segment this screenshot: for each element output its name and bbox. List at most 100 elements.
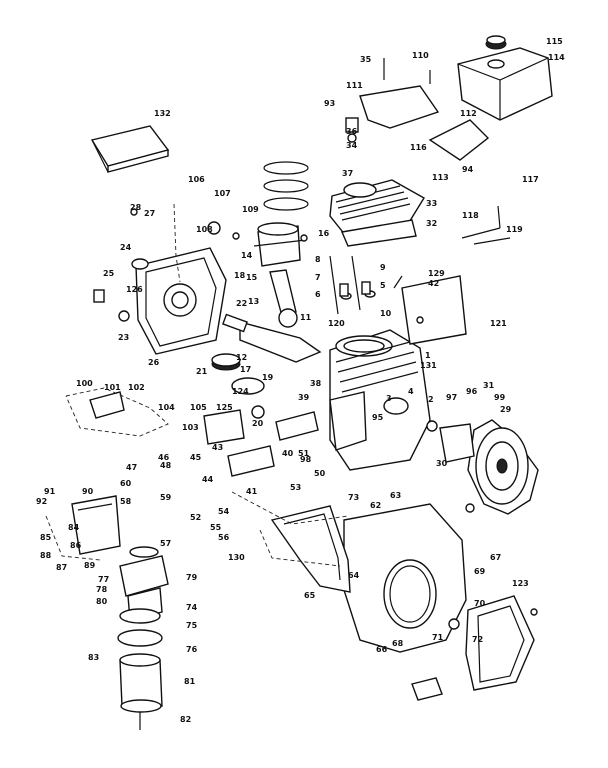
callout-32: 32	[426, 219, 437, 228]
callout-107: 107	[214, 189, 231, 198]
callout-44: 44	[202, 475, 214, 484]
callout-120: 120	[328, 319, 345, 328]
callout-110: 110	[412, 51, 429, 60]
callout-14: 14	[241, 251, 253, 260]
callout-105: 105	[190, 403, 207, 412]
valves	[329, 255, 376, 315]
callout-106: 106	[188, 175, 205, 184]
callout-116: 116	[410, 143, 427, 152]
callout-131: 131	[420, 361, 437, 370]
callout-63: 63	[390, 491, 401, 500]
callout-20: 20	[252, 419, 264, 428]
callout-119: 119	[506, 225, 523, 234]
callout-123: 123	[512, 579, 529, 588]
callout-10: 10	[380, 309, 392, 318]
callout-29: 29	[500, 405, 512, 414]
muffler	[71, 495, 121, 555]
callout-30: 30	[436, 459, 448, 468]
callout-37: 37	[342, 169, 353, 178]
callout-25: 25	[103, 269, 115, 278]
callout-84: 84	[68, 523, 80, 532]
callout-47: 47	[126, 463, 137, 472]
callout-41: 41	[246, 487, 258, 496]
callout-6: 6	[315, 290, 321, 299]
breather-plate	[401, 275, 467, 345]
callout-62: 62	[370, 501, 381, 510]
callout-129: 129	[428, 269, 445, 278]
callout-11: 11	[300, 313, 312, 322]
callout-126: 126	[126, 285, 143, 294]
callout-7: 7	[315, 273, 321, 282]
callout-67: 67	[490, 553, 501, 562]
engine-block	[329, 329, 431, 471]
callout-124: 124	[232, 387, 249, 396]
callout-98: 98	[300, 455, 312, 464]
callout-100: 100	[76, 379, 93, 388]
callout-1: 1	[425, 351, 431, 360]
callout-58: 58	[120, 497, 132, 506]
callout-109: 109	[242, 205, 259, 214]
rewind-starter	[411, 595, 535, 701]
tank-brackets	[359, 58, 490, 161]
intake-gaskets	[89, 391, 319, 477]
callout-3: 3	[386, 394, 392, 403]
callout-40: 40	[282, 449, 294, 458]
callout-99: 99	[494, 393, 506, 402]
callout-113: 113	[432, 173, 449, 182]
callout-35: 35	[360, 55, 372, 64]
callout-65: 65	[304, 591, 316, 600]
callout-55: 55	[210, 523, 222, 532]
callout-59: 59	[160, 493, 172, 502]
piston-rings	[253, 161, 309, 267]
callout-118: 118	[462, 211, 479, 220]
callout-112: 112	[460, 109, 477, 118]
callout-9: 9	[380, 263, 386, 272]
callout-111: 111	[346, 81, 363, 90]
fuel-tank	[457, 35, 553, 121]
callout-81: 81	[184, 677, 196, 686]
air-filter	[117, 608, 163, 730]
callout-5: 5	[380, 281, 386, 290]
callout-85: 85	[40, 533, 52, 542]
callout-50: 50	[314, 469, 326, 478]
callout-33: 33	[426, 199, 437, 208]
callout-57: 57	[160, 539, 171, 548]
callout-104: 104	[158, 403, 175, 412]
callout-54: 54	[218, 507, 230, 516]
callout-97: 97	[446, 393, 457, 402]
callout-53: 53	[290, 483, 301, 492]
cylinder-baffle	[270, 505, 351, 593]
callout-71: 71	[432, 633, 444, 642]
cylinder-head	[329, 117, 425, 247]
callout-121: 121	[490, 319, 507, 328]
callout-22: 22	[236, 299, 247, 308]
callout-82: 82	[180, 715, 191, 724]
callout-94: 94	[462, 165, 474, 174]
callout-68: 68	[392, 639, 404, 648]
blower-housing	[343, 503, 467, 653]
callout-16: 16	[318, 229, 330, 238]
callout-31: 31	[483, 381, 495, 390]
callout-17: 17	[240, 365, 251, 374]
callout-70: 70	[474, 599, 486, 608]
callout-26: 26	[148, 358, 160, 367]
callout-43: 43	[212, 443, 223, 452]
callout-42: 42	[428, 279, 439, 288]
callout-45: 45	[190, 453, 202, 462]
callout-4: 4	[408, 387, 414, 396]
callout-115: 115	[546, 37, 563, 46]
crankshaft	[211, 269, 322, 395]
callout-21: 21	[196, 367, 208, 376]
callout-132: 132	[154, 109, 171, 118]
callout-108: 108	[196, 225, 213, 234]
callout-56: 56	[218, 533, 230, 542]
callout-69: 69	[474, 567, 486, 576]
callout-28: 28	[130, 203, 142, 212]
callout-72: 72	[472, 635, 483, 644]
callout-75: 75	[186, 621, 198, 630]
callout-66: 66	[376, 645, 388, 654]
callout-18: 18	[234, 271, 246, 280]
callout-77: 77	[98, 575, 109, 584]
callout-12: 12	[236, 353, 247, 362]
